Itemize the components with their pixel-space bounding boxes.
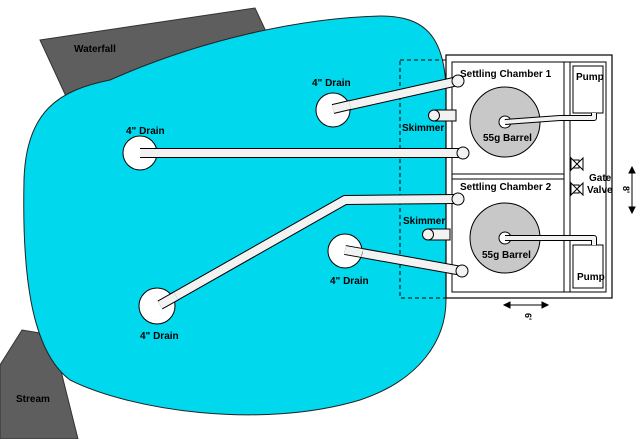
pipe-end-bottom-right [455,264,469,278]
barrel-bottom-label: 55g Barrel [482,250,531,261]
pipe-end-top [451,74,465,88]
pump-pipe-top [504,113,597,125]
height-dimension-arrow [628,165,636,215]
gate-valve-bottom-icon [570,181,584,197]
pump-bottom [572,244,604,289]
width-dimension-arrow [502,301,550,309]
pipe-end-left [456,146,470,160]
barrel-top-label: 55g Barrel [483,133,532,144]
settling-chamber-1-label: Settling Chamber 1 [460,69,552,80]
skimmer-bottom [422,228,451,241]
width-dimension-label: 6' [523,313,533,320]
filter-box-inner [451,61,607,293]
settling-chamber-2-label: Settling Chamber 2 [460,182,552,193]
stream-rock [0,329,79,439]
pump-top-label: Pump [576,72,604,83]
gate-label: Gate [589,173,612,184]
pump-pipe-bottom [505,235,597,245]
pump-top [572,65,604,114]
drain-bottom-right [327,233,363,269]
pipe-top-drain [328,76,463,114]
valve-label: Valve [587,185,613,196]
height-dimension-label: 8' [621,186,631,193]
drain-left-label: 4" Drain [126,126,165,137]
drain-top-label: 4" Drain [312,78,351,89]
skimmer-top [428,109,457,122]
skimmer-zone [399,59,449,299]
skimmer-top-label: Skimmer [402,123,444,134]
pump-bottom-label: Pump [577,272,605,283]
pipe-end-bottom-left [451,192,465,206]
drain-top [315,92,352,128]
pipe-bottom-left-drain [155,194,463,310]
gate-valve-top-icon [570,156,584,172]
skimmer-bottom-label: Skimmer [403,216,445,227]
drain-bottom-left-label: 4" Drain [140,331,179,342]
waterfall-label: Waterfall [74,44,116,55]
drain-bottom-left [138,287,179,325]
pipe-bottom-right-drain [340,245,467,276]
drain-left [122,135,158,171]
stream-label: Stream [16,394,50,405]
drain-bottom-right-label: 4" Drain [330,276,369,287]
